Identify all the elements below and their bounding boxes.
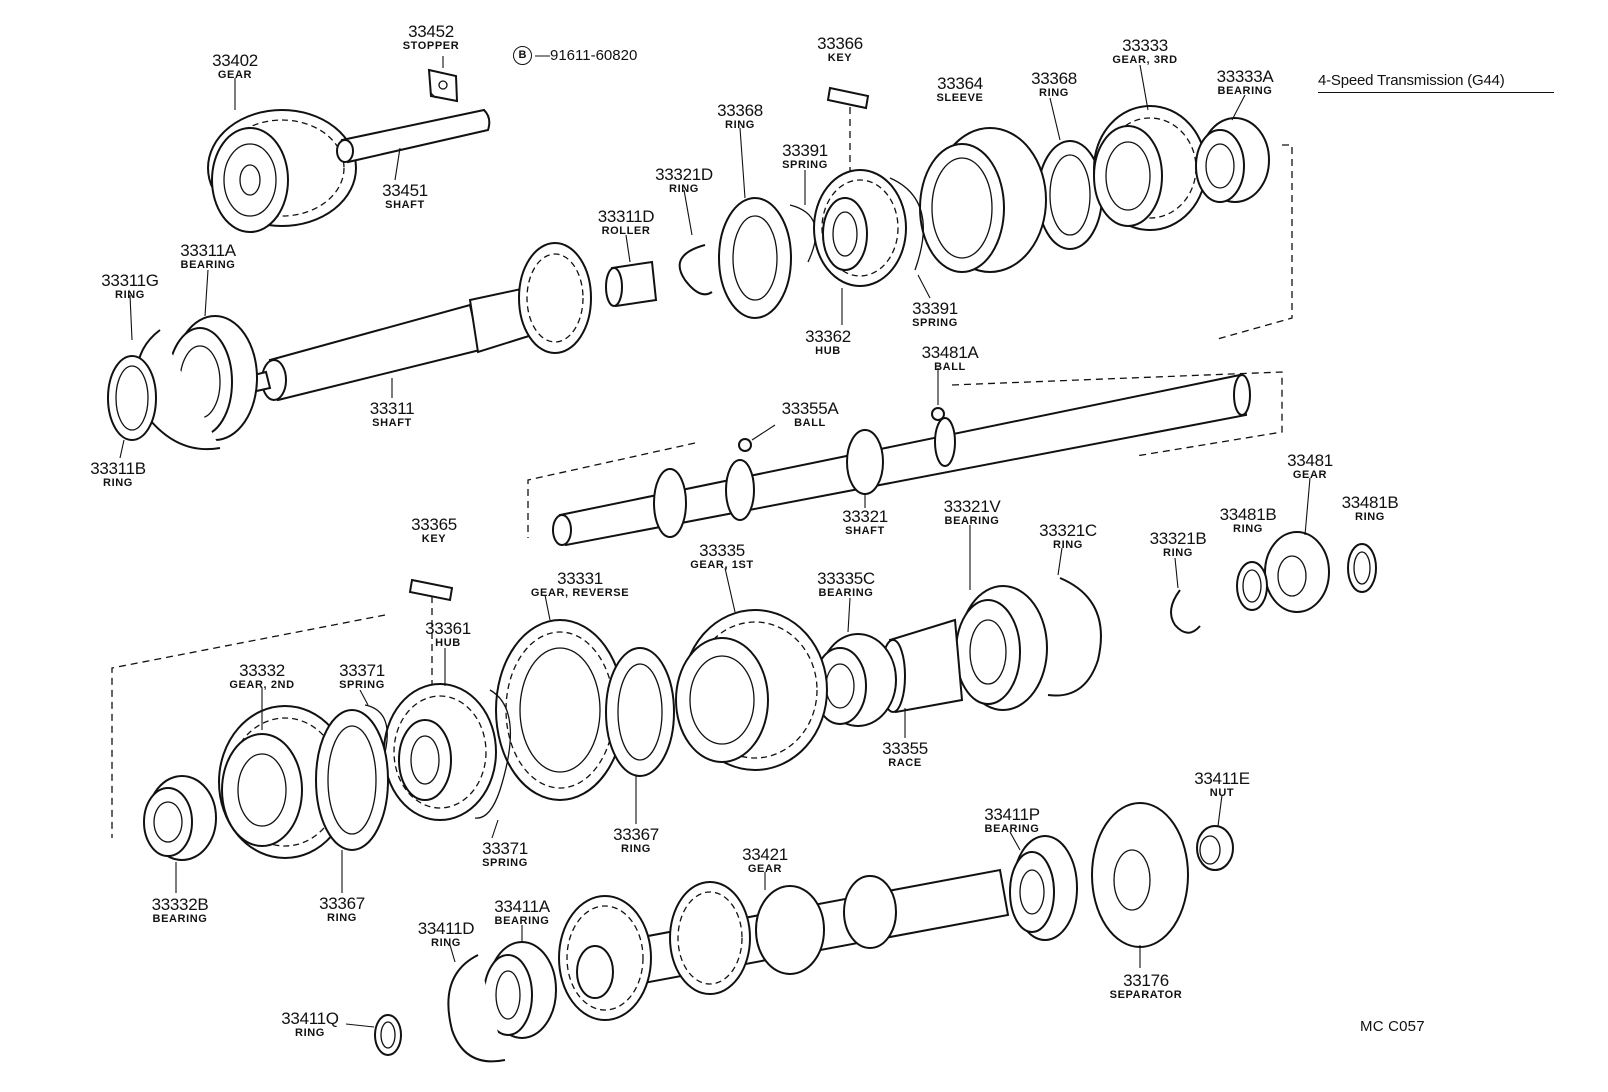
ring-33321D — [678, 244, 713, 296]
callout-b-icon: B — [513, 46, 532, 65]
ball-33355A — [738, 438, 752, 452]
roller-33311D — [605, 260, 658, 308]
ring-33311B — [107, 355, 157, 441]
bolt-note: B —91611-60820 — [513, 46, 637, 65]
key-33365 — [408, 578, 454, 602]
spring-33391-lower — [889, 177, 924, 271]
gear-1st-33335 — [675, 609, 828, 771]
shaft-33311 — [248, 242, 592, 402]
key-33366 — [826, 86, 870, 110]
spring-33391-upper — [789, 204, 817, 263]
ring-33321B — [1170, 589, 1201, 634]
ring-33481B-left — [1236, 561, 1268, 611]
assembly-dashed-line-upper — [1213, 144, 1293, 341]
bearing-33411A — [483, 941, 557, 1039]
hub-33361 — [383, 683, 497, 821]
ring-33368-left — [718, 197, 792, 319]
assembly-dashed-line-lower — [111, 614, 386, 838]
ring-33367-center — [605, 647, 675, 777]
ring-33321C — [1047, 577, 1102, 697]
nut-33411E — [1196, 825, 1234, 871]
gear-reverse-33331 — [495, 619, 625, 801]
ring-33411Q — [374, 1014, 402, 1056]
bearing-33333A — [1195, 117, 1270, 203]
shaft-33451 — [336, 108, 491, 164]
bearing-33321V — [955, 585, 1048, 711]
title-underline — [1318, 92, 1554, 93]
shaft-33321 — [552, 373, 1251, 547]
ring-33367-left — [315, 709, 389, 851]
ring-33411D — [447, 954, 506, 1063]
bearing-33332B — [143, 775, 217, 861]
sleeve-33364 — [919, 127, 1047, 273]
bolt-note-text: —91611-60820 — [535, 47, 638, 64]
diagram-title: 4-Speed Transmission (G44) — [1318, 72, 1505, 89]
gear-33402 — [207, 109, 357, 233]
assembly-dashed-line-mainshaft-left — [527, 442, 696, 538]
gear-33481 — [1264, 531, 1330, 613]
figure-code: MC C057 — [1360, 1018, 1425, 1035]
ring-33368-upper — [1037, 140, 1103, 250]
spring-33371-lower — [474, 689, 511, 819]
stopper-33452 — [427, 68, 459, 103]
gear-33421 — [558, 868, 1010, 1021]
ring-33481B-right — [1347, 543, 1377, 593]
gear-3rd-33333 — [1093, 105, 1207, 231]
assembly-dashed-line-mainshaft-right — [951, 371, 1283, 457]
bearing-33411P — [1009, 835, 1078, 941]
hub-33362 — [813, 169, 907, 287]
ball-33481A — [931, 407, 945, 421]
separator-33176 — [1091, 802, 1189, 948]
